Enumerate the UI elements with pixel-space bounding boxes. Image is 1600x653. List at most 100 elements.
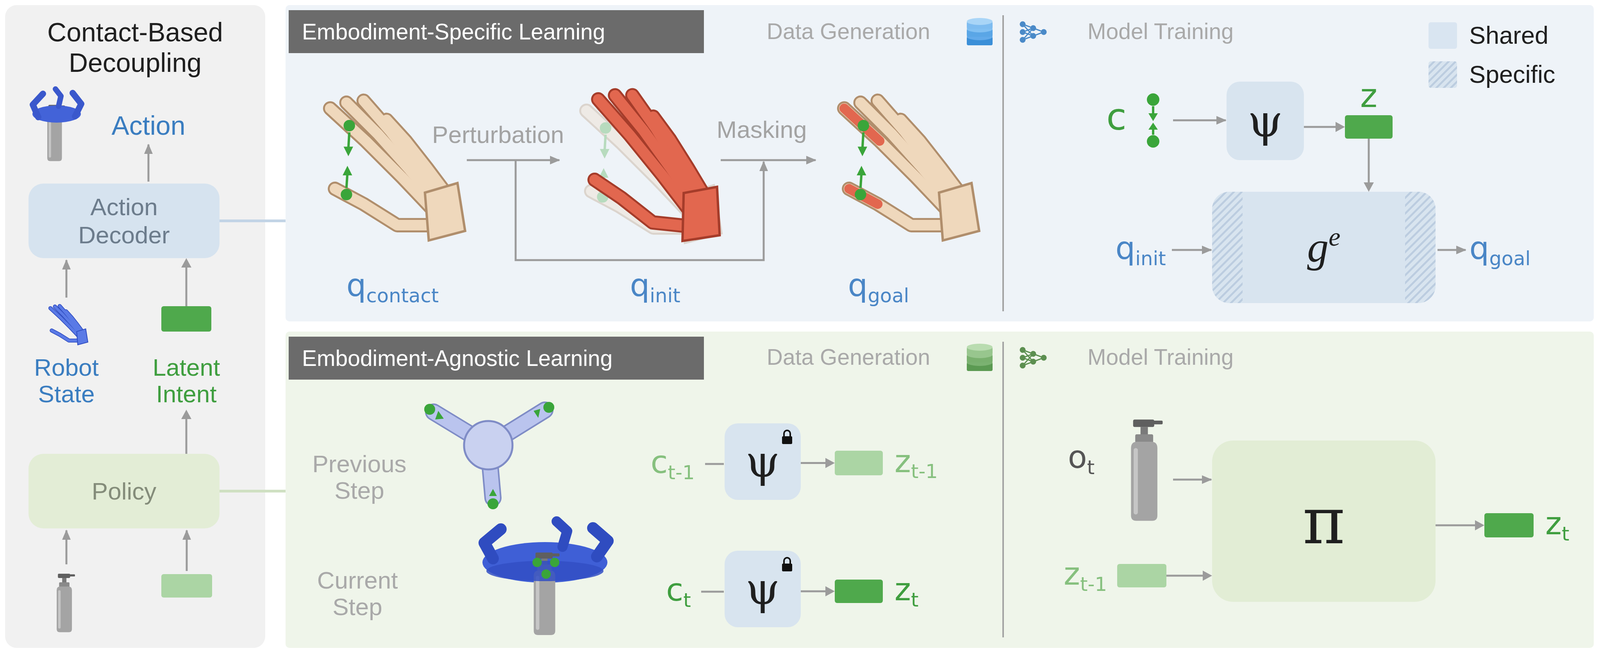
output-label: Action xyxy=(111,110,186,141)
flow-arrow xyxy=(1173,119,1226,122)
divider xyxy=(1002,15,1004,312)
band-ground xyxy=(285,331,1594,649)
band-header: Embodiment-Agnostic Learning xyxy=(288,336,704,380)
box-text: Policy xyxy=(91,477,157,506)
flow-arrow xyxy=(720,159,816,162)
subscript: contact xyxy=(366,284,440,308)
lock-shackle xyxy=(783,557,791,565)
latent-chip: z xyxy=(1344,115,1393,139)
legend-text: Shared xyxy=(1469,21,1549,49)
box-text: ψ xyxy=(745,436,781,488)
latent-chip: zt-1 xyxy=(834,450,883,476)
subscript: t xyxy=(910,588,919,612)
connector xyxy=(1166,570,1213,581)
connector xyxy=(1303,121,1345,133)
bottle-figure xyxy=(56,573,75,633)
box-text: Action Decoder xyxy=(59,192,189,249)
network-icon xyxy=(1020,347,1047,368)
database-icon xyxy=(966,17,993,46)
math-label: qgoal xyxy=(848,268,910,303)
connector xyxy=(800,586,835,597)
subscript: t-1 xyxy=(667,461,695,484)
chip-label: zt xyxy=(1545,508,1570,540)
frozen-encoder-box: ψ xyxy=(724,423,801,500)
flow-arrow xyxy=(1173,478,1212,481)
connector-line xyxy=(1435,524,1476,527)
latent-chip xyxy=(161,574,213,598)
legend-swatch xyxy=(1428,61,1458,88)
lock-body xyxy=(782,436,793,445)
arrowhead xyxy=(1202,570,1213,581)
panel-ground xyxy=(5,5,266,649)
latent-chip xyxy=(161,306,212,332)
input-line xyxy=(701,591,724,593)
math-label: ot xyxy=(1067,440,1095,475)
subscript: t-1 xyxy=(1080,573,1108,596)
connector-line xyxy=(219,219,286,223)
subscript: init xyxy=(649,284,681,308)
chip-label: zt-1 xyxy=(1063,558,1108,590)
arrowhead xyxy=(1335,121,1345,133)
flow-arrow xyxy=(466,159,560,162)
superscript: e xyxy=(1328,221,1341,252)
latent-intent: Latent Intent xyxy=(139,306,234,410)
chip-label: Latent Intent xyxy=(139,354,234,408)
bypass-arrow xyxy=(515,160,764,261)
box-text: π xyxy=(1302,484,1345,559)
robot-state-icon xyxy=(50,306,88,345)
hand-figure xyxy=(584,91,734,245)
connector-line xyxy=(800,462,827,465)
arrowhead xyxy=(1363,182,1374,192)
step-label: Perturbation xyxy=(432,121,565,149)
arrowhead xyxy=(181,258,192,268)
action-icon xyxy=(32,89,82,162)
connector-line xyxy=(800,590,827,593)
connector xyxy=(1363,138,1374,192)
hatch-band xyxy=(1212,191,1243,304)
arrowhead xyxy=(825,586,835,597)
connector-line xyxy=(185,418,188,454)
connector xyxy=(181,258,192,307)
subscript: goal xyxy=(1489,247,1531,270)
encoder-box: ψ xyxy=(1226,81,1304,161)
lock-icon xyxy=(780,556,794,573)
connector-line xyxy=(219,489,286,493)
step-label: Previous Step xyxy=(300,450,418,504)
box-text: ψ xyxy=(745,564,781,615)
learning-band: Embodiment-Agnostic Learning ψ zt-1 ψ zt zt-1… xyxy=(285,331,1594,649)
box-text: ψ xyxy=(1247,94,1283,147)
hand-figure xyxy=(844,100,979,241)
arrowhead xyxy=(825,458,835,469)
math-label: c xyxy=(1106,96,1127,138)
latent-chip: zt xyxy=(1484,513,1534,538)
contact-icon xyxy=(1146,93,1160,148)
panel-title: Contact-Based Decoupling xyxy=(20,16,250,78)
bottle-figure xyxy=(1130,419,1163,521)
input-label: Robot State xyxy=(17,354,116,408)
lock-shackle xyxy=(783,430,791,437)
arrowhead xyxy=(1475,520,1485,531)
lock-icon xyxy=(780,428,794,446)
connector xyxy=(181,409,192,454)
trifinger-figure xyxy=(424,401,555,510)
flow-arrow xyxy=(147,144,150,182)
legend-swatch xyxy=(1428,22,1458,49)
band-ground xyxy=(285,5,1594,322)
step-label: Masking xyxy=(716,116,808,143)
stage-label: Model Training xyxy=(1087,344,1234,370)
box-text: ge xyxy=(1307,222,1341,273)
policy-box: π xyxy=(1212,440,1436,602)
connector xyxy=(1435,520,1485,531)
database-icon xyxy=(966,343,993,372)
connector-line xyxy=(1303,126,1337,129)
decoupling-panel: Contact-Based DecouplingAction DecoderLa… xyxy=(5,5,266,649)
chip-label: zt xyxy=(894,574,919,606)
decoder-box: ge xyxy=(1212,191,1436,304)
connector-line xyxy=(185,266,188,307)
connector xyxy=(219,220,286,222)
latent-chip: zt xyxy=(834,579,883,604)
stage-label: Data Generation xyxy=(766,344,931,370)
chip-label: zt-1 xyxy=(894,446,938,478)
stage-label: Data Generation xyxy=(766,19,931,44)
